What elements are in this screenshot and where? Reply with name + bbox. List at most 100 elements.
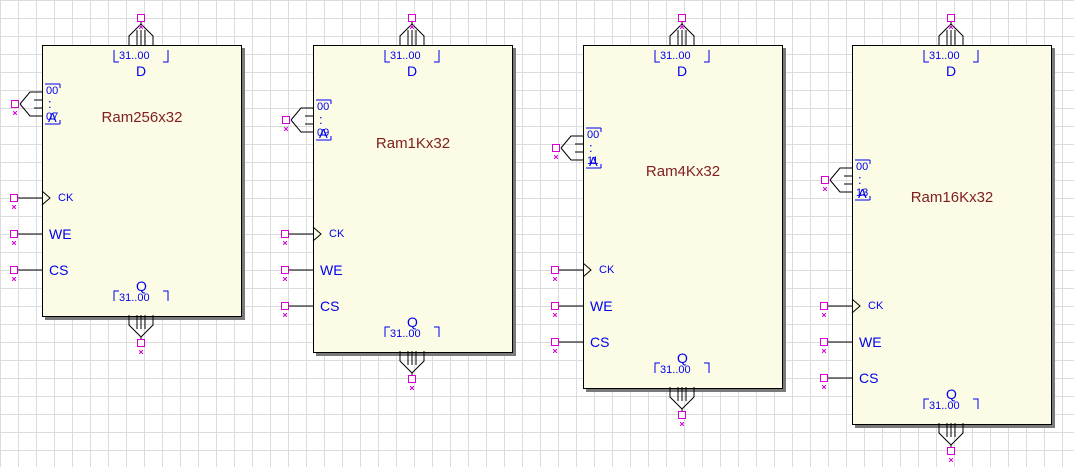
addr-bus-high: 07 [46,111,59,123]
port-pin-we[interactable] [10,230,18,246]
clock-triangle-icon [41,190,51,206]
out-bus-range: 31..00 [390,328,421,340]
out-bus-pin[interactable] [678,411,686,427]
addr-bus-label: : A [589,140,598,169]
out-bus-pin[interactable] [137,339,145,355]
port-label-ck: CK [599,264,615,276]
out-bus-pin[interactable] [947,447,955,463]
addr-bus-bracket [855,159,871,201]
port-label-we: WE [859,334,882,350]
port-pin-ck[interactable] [820,302,828,318]
addr-bus-pin[interactable] [552,144,560,160]
data-bus-fan [128,23,154,45]
port-label-we: WE [320,262,343,278]
addr-bus-fan [560,135,583,161]
data-bus-label: D [136,63,147,79]
component-name: Ram256x32 [101,109,183,126]
port-label-ck: CK [868,300,884,312]
addr-bus-pin[interactable] [282,116,290,132]
clock-triangle-icon [312,226,322,242]
data-bus-label: D [946,63,957,79]
addr-bus-pin[interactable] [821,176,829,192]
component-body[interactable]: Ram256x32 [42,45,242,317]
out-bus-label: Q [946,386,957,402]
component-name: Ram16Kx32 [910,189,994,206]
port-label-we: WE [590,298,613,314]
out-bus-bracket [923,398,979,409]
out-bus-label: Q [407,314,418,330]
out-bus-range: 31..00 [929,400,960,412]
port-pin-we[interactable] [820,338,828,354]
component-name: Ram1Kx32 [375,135,451,152]
addr-bus-low: 00 [856,161,869,173]
addr-bus-low: 00 [317,101,330,113]
out-bus-range: 31..00 [660,364,691,376]
addr-bus-pin[interactable] [11,100,19,116]
port-label-cs: CS [320,298,340,314]
component-body[interactable]: Ram16Kx32 [852,45,1052,425]
addr-bus-high: 09 [317,127,330,139]
out-bus-fan [128,315,154,338]
addr-bus-fan [290,107,313,133]
port-label-ck: CK [329,228,345,240]
addr-bus-low: 00 [587,129,600,141]
out-bus-bracket [654,362,710,373]
port-pin-ck[interactable] [10,194,18,210]
port-label-we: WE [49,226,72,242]
addr-bus-fan [829,167,852,193]
data-bus-pin[interactable] [678,14,686,30]
addr-bus-high: 11 [587,155,599,167]
addr-bus-label: : A [858,172,867,201]
data-bus-bracket [113,50,169,63]
data-bus-bracket [654,50,710,63]
clock-triangle-icon [582,262,592,278]
port-label-cs: CS [49,262,69,278]
port-pin-cs[interactable] [10,266,18,282]
port-pin-cs[interactable] [820,374,828,390]
out-bus-bracket [384,326,440,337]
port-pin-we[interactable] [281,266,289,282]
out-bus-range: 31..00 [119,292,150,304]
port-pin-ck[interactable] [281,230,289,246]
out-bus-fan [938,423,964,446]
component-name: Ram4Kx32 [645,163,721,180]
port-label-ck: CK [58,192,74,204]
port-pin-cs[interactable] [281,302,289,318]
data-bus-pin[interactable] [408,14,416,30]
data-bus-pin[interactable] [137,14,145,30]
out-bus-label: Q [136,278,147,294]
out-bus-fan [669,387,695,410]
addr-bus-label: : A [48,96,57,125]
port-pin-cs[interactable] [551,338,559,354]
out-bus-label: Q [677,350,688,366]
port-pin-we[interactable] [551,302,559,318]
data-bus-fan [669,23,695,45]
data-bus-label: D [407,63,418,79]
addr-bus-bracket [316,99,332,141]
data-bus-pin[interactable] [947,14,955,30]
data-bus-fan [399,23,425,45]
addr-bus-bracket [586,127,602,169]
clock-triangle-icon [851,298,861,314]
port-label-cs: CS [590,334,610,350]
addr-bus-low: 00 [46,85,59,97]
component-body[interactable]: Ram1Kx32 [313,45,513,353]
addr-bus-fan [19,91,42,117]
data-bus-label: D [677,63,688,79]
data-bus-fan [938,23,964,45]
data-bus-bracket [384,50,440,63]
data-bus-range: 31..00 [929,50,960,62]
out-bus-pin[interactable] [408,375,416,391]
data-bus-range: 31..00 [390,50,421,62]
addr-bus-bracket [45,83,61,125]
data-bus-range: 31..00 [119,50,150,62]
addr-bus-label: : A [319,112,328,141]
addr-bus-high: 13 [856,187,869,199]
component-body[interactable]: Ram4Kx32 [583,45,783,389]
port-label-cs: CS [859,370,879,386]
port-pin-ck[interactable] [551,266,559,282]
